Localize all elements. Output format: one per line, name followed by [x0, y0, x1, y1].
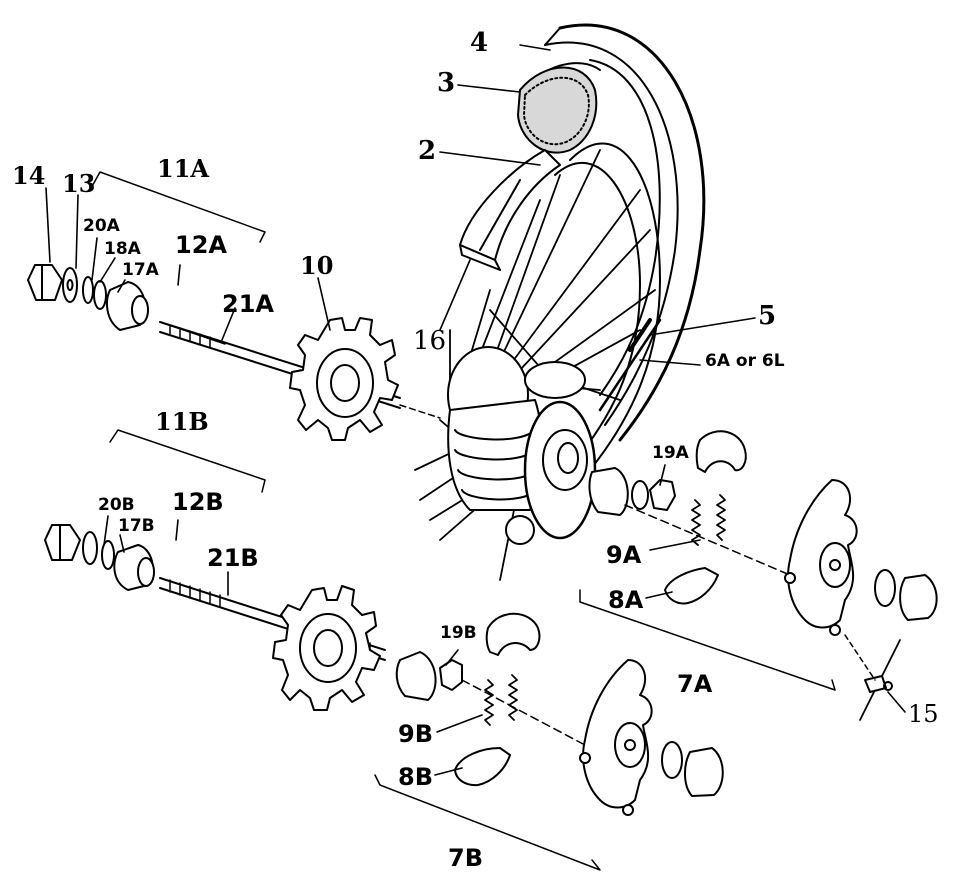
label-19a: 19A	[652, 443, 689, 463]
axle-nut-b	[44, 524, 98, 565]
label-13: 13	[62, 169, 96, 198]
sprocket-10	[289, 317, 399, 441]
label-20b: 20B	[98, 495, 135, 515]
label-3: 3	[437, 68, 456, 98]
washer-and-nut-b	[661, 741, 724, 797]
leader-lines	[45, 44, 906, 776]
brake-shoe-lower-a	[664, 567, 719, 605]
tire	[519, 23, 706, 442]
label-17a: 17A	[122, 260, 159, 280]
axle-nut-14	[27, 264, 63, 301]
label-21a: 21A	[222, 290, 274, 318]
parts-20b-17b	[101, 540, 155, 591]
label-19b: 19B	[440, 623, 477, 643]
axle-centerline-brake-a	[624, 504, 791, 576]
brake-plate-b	[579, 659, 653, 816]
brake-plate-a	[784, 479, 858, 636]
label-4: 4	[470, 28, 489, 58]
label-10: 10	[300, 251, 334, 280]
parts-20a-18a-17a	[82, 276, 149, 331]
label-6a-or-6l: 6A or 6L	[705, 351, 785, 371]
axle-centerline-brake-b	[461, 679, 586, 746]
washer-and-nut-a	[874, 569, 938, 621]
nuts-19a	[631, 479, 676, 511]
brake-shoe-upper-a	[695, 430, 747, 473]
label-8b: 8B	[398, 763, 433, 791]
cable-clip-15	[844, 634, 901, 721]
label-18a: 18A	[104, 239, 141, 259]
springs-9a	[691, 494, 726, 546]
rim-strip	[459, 149, 561, 271]
bracket-11a	[89, 171, 266, 243]
label-14: 14	[12, 161, 46, 190]
springs-9b	[484, 674, 518, 726]
bracket-7a	[579, 589, 836, 691]
bracket-7b	[374, 774, 601, 871]
axle-centerline-a	[399, 404, 441, 419]
label-21b: 21B	[207, 544, 259, 572]
label-8a: 8A	[608, 586, 644, 614]
label-12a: 12A	[175, 231, 227, 259]
label-7b: 7B	[448, 844, 483, 872]
label-2: 2	[418, 136, 437, 166]
brake-cone-a	[588, 467, 629, 516]
tire-section	[517, 66, 598, 154]
label-17b: 17B	[118, 516, 155, 536]
label-5: 5	[758, 301, 777, 331]
brake-shoe-upper-b	[485, 612, 541, 656]
label-15: 15	[908, 700, 939, 728]
sprocket-b	[272, 585, 381, 711]
label-16: 16	[413, 326, 447, 356]
bracket-11b	[109, 429, 266, 493]
label-9b: 9B	[398, 720, 433, 748]
label-7a: 7A	[677, 670, 713, 698]
label-11a: 11A	[157, 154, 210, 183]
label-11b: 11B	[155, 407, 209, 436]
label-12b: 12B	[172, 488, 224, 516]
label-20a: 20A	[83, 216, 120, 236]
hub-shell	[447, 346, 597, 545]
brake-shoe-lower-b	[454, 747, 511, 787]
label-9a: 9A	[606, 541, 642, 569]
brake-cone-b	[395, 651, 463, 701]
washer-13	[62, 267, 78, 303]
